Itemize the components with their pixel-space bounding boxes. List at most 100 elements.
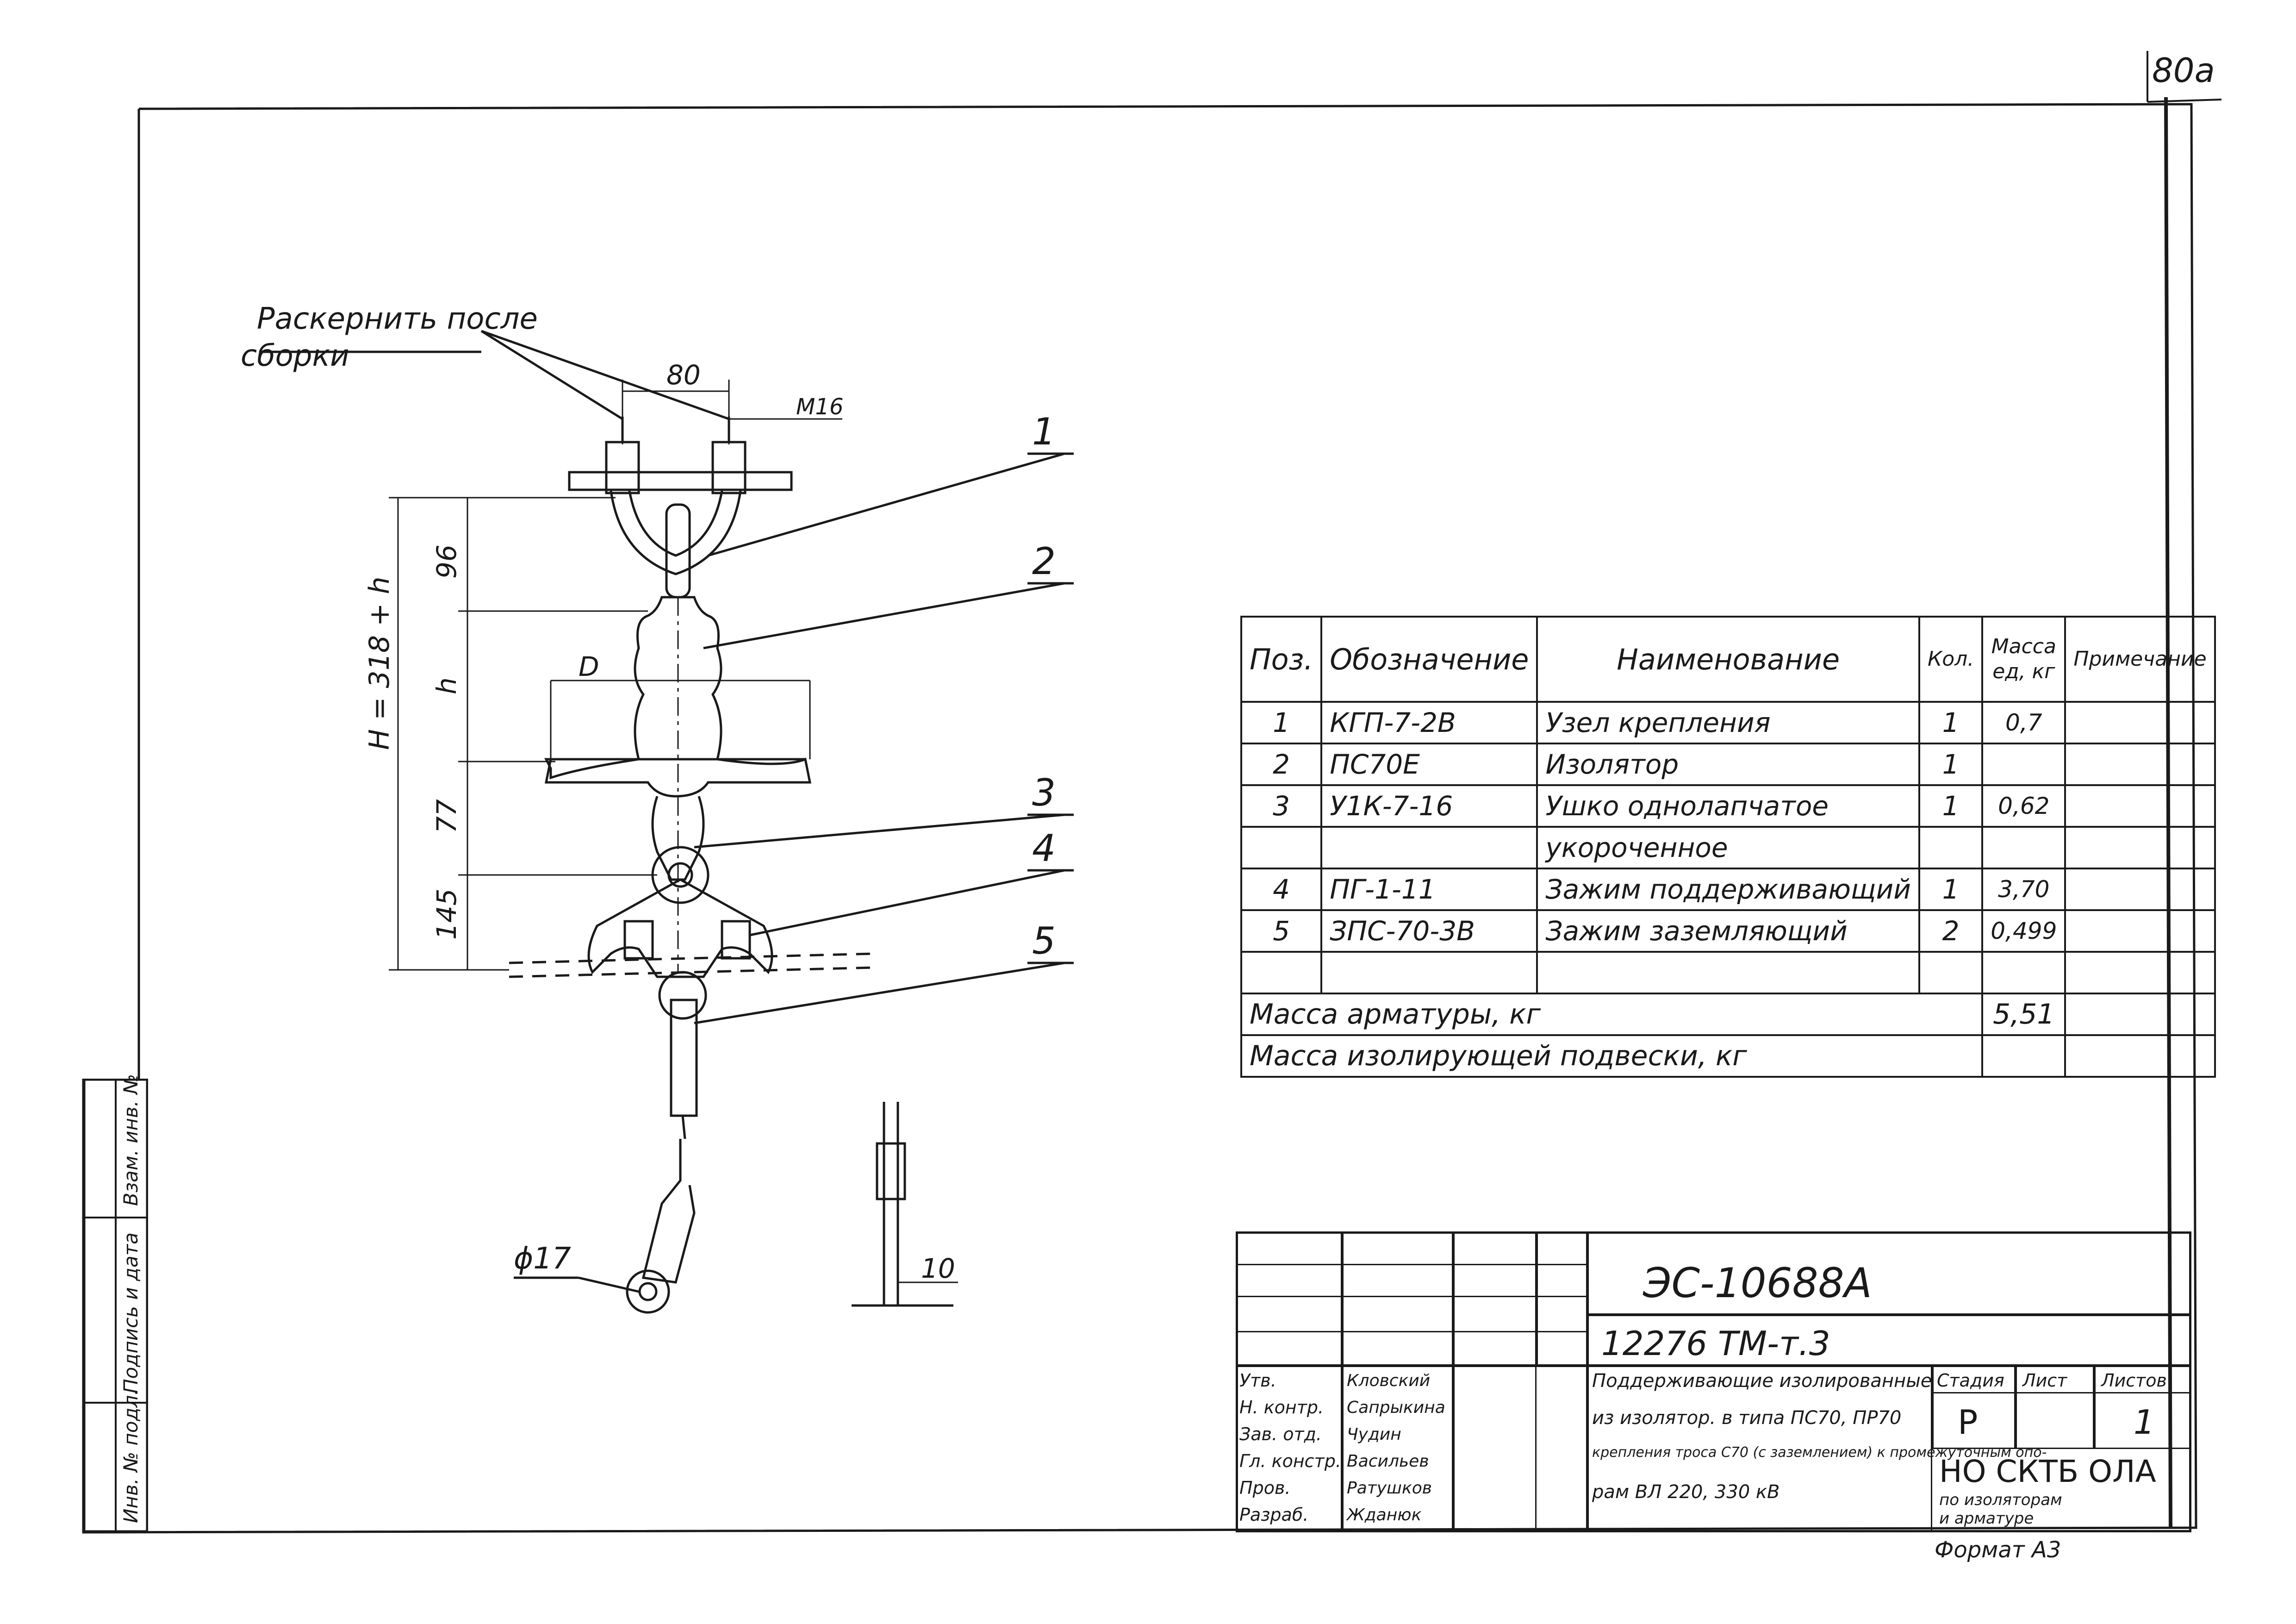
sign-col [1453,1366,1537,1532]
callout-4: 4 [1032,827,1056,870]
cell-qty [1918,951,1984,994]
project-code-cell [1587,1315,2191,1366]
cell-designation: КГП-7-2В [1320,701,1538,744]
dim-145: 145 [431,888,462,940]
cell-mass: 0,7 [1981,701,2066,744]
format-label: Формат А3 [1935,1537,2061,1563]
side-inv-replace: Взам. инв. № [119,1074,142,1206]
callout-2: 2 [1032,540,1056,583]
sign-name: Чудин [1347,1425,1401,1444]
cell-mass [1981,826,2066,869]
table-row: 1 КГП-7-2В Узел крепления 1 0,7 [1240,701,2216,744]
dim-m16: М16 [796,394,844,420]
sheet-label: Лист [2022,1370,2067,1391]
cell-name [1536,951,1920,994]
cell-qty: 2 [1918,909,1984,953]
mass-fittings-value: 5,51 [1981,993,2066,1036]
header-name: Наименование [1536,616,1920,703]
cell-pos [1240,951,1323,994]
cell-pos: 2 [1240,743,1323,786]
cell-name: Ушко однолапчатое [1536,784,1920,828]
mass-suspension-note [2064,1034,2216,1078]
mass-suspension-label: Масса изолирующей подвески, кг [1240,1034,1984,1078]
sign-name: Кловский [1347,1371,1431,1390]
note-line-2: сборки [241,339,349,373]
cell-qty: 1 [1918,743,1984,786]
cell-designation [1320,826,1538,869]
header-mass: Масса ед, кг [1981,616,2066,703]
sheet-col [2016,1366,2094,1449]
revision-row [1236,1331,1587,1366]
description-line: Поддерживающие изолированные [1592,1370,1932,1392]
sign-col [1236,1366,1342,1532]
note-line-1: Раскернить после [257,302,538,336]
stage-value: Р [1958,1403,1978,1442]
dim-h: h [431,677,462,694]
sign-name: Васильев [1347,1452,1429,1471]
table-row: 5 ЗПС-70-3В Зажим заземляющий 2 0,499 [1240,909,2216,953]
table-row: 2 ПС70Е Изолятор 1 [1240,743,2216,786]
table-row: 4 ПГ-1-11 Зажим поддерживающий 1 3,70 [1240,868,2216,911]
cell-name: Узел крепления [1536,701,1920,744]
cell-pos [1240,826,1323,869]
header-qty: Кол. [1918,616,1984,703]
cell-designation: ПГ-1-11 [1320,868,1538,911]
stage-col [1932,1366,2016,1449]
org-line-3: и арматуре [1939,1509,2034,1528]
sign-name: Сапрыкина [1347,1398,1445,1417]
stage-label: Стадия [1937,1370,2004,1391]
cell-note [2064,784,2216,828]
sign-role: Пров. [1239,1478,1291,1498]
description-line: рам ВЛ 220, 330 кВ [1592,1481,1780,1503]
cell-designation [1320,951,1538,994]
cell-pos: 4 [1240,868,1323,911]
side-stamp-grid [83,1079,148,1532]
mounting-plate [568,471,793,491]
cell-designation: ЗПС-70-3В [1320,909,1538,953]
table-row [1240,951,2216,994]
cell-qty: 1 [1918,784,1984,828]
mass-suspension-row: Масса изолирующей подвески, кг [1240,1034,2216,1078]
cell-mass: 0,499 [1981,909,2066,953]
insulator [544,596,812,798]
cell-pos: 3 [1240,784,1323,828]
side-inv-no: Инв. № подл. [119,1389,142,1523]
sheets-label: Листов [2101,1370,2167,1391]
cell-pos: 1 [1240,701,1323,744]
project-code: 12276 ТМ-т.3 [1601,1324,1830,1363]
mass-fittings-label: Масса арматуры, кг [1240,993,1984,1036]
table-row: укороченное [1240,826,2216,869]
cell-qty: 1 [1918,868,1984,911]
table-row: 3 У1К-7-16 Ушко однолапчатое 1 0,62 [1240,784,2216,828]
description-line: крепления троса С70 (с заземлением) к пр… [1592,1444,2047,1461]
dim-96: 96 [431,544,462,579]
callout-3: 3 [1032,771,1056,814]
title-block: ЭС-10688А 12276 ТМ-т.3 Утв. Кловский Н. … [1236,1231,2191,1532]
side-stamp: Взам. инв. № Подпись и дата Инв. № подл. [83,1074,148,1532]
callout-1: 1 [1032,410,1056,453]
mass-suspension-value [1981,1034,2066,1078]
cell-name: укороченное [1536,826,1920,869]
doc-code-cell [1587,1231,2191,1315]
cell-mass: 3,70 [1981,868,2066,911]
sign-role: Утв. [1239,1370,1276,1391]
sign-role: Н. контр. [1239,1397,1324,1418]
cell-designation: У1К-7-16 [1320,784,1538,828]
sheet-number: 80а [2152,51,2215,90]
dim-D: D [579,651,599,682]
cell-name: Зажим заземляющий [1536,909,1920,953]
dim-H: Н = 318 + h [363,576,396,750]
cell-note [2064,951,2216,994]
sign-role: Гл. констр. [1239,1451,1341,1471]
cell-pos: 5 [1240,909,1323,953]
cell-designation: ПС70Е [1320,743,1538,786]
sign-role: Разраб. [1239,1505,1309,1525]
doc-code: ЭС-10688А [1643,1259,1872,1307]
header-pos: Поз. [1240,616,1323,703]
cell-note [2064,868,2216,911]
cell-qty [1918,826,1984,869]
support-clamp [587,878,773,978]
header-designation: Обозначение [1320,616,1538,703]
dim-10: 10 [921,1253,955,1284]
specification-table: Поз. Обозначение Наименование Кол. Масса… [1240,616,2216,1078]
